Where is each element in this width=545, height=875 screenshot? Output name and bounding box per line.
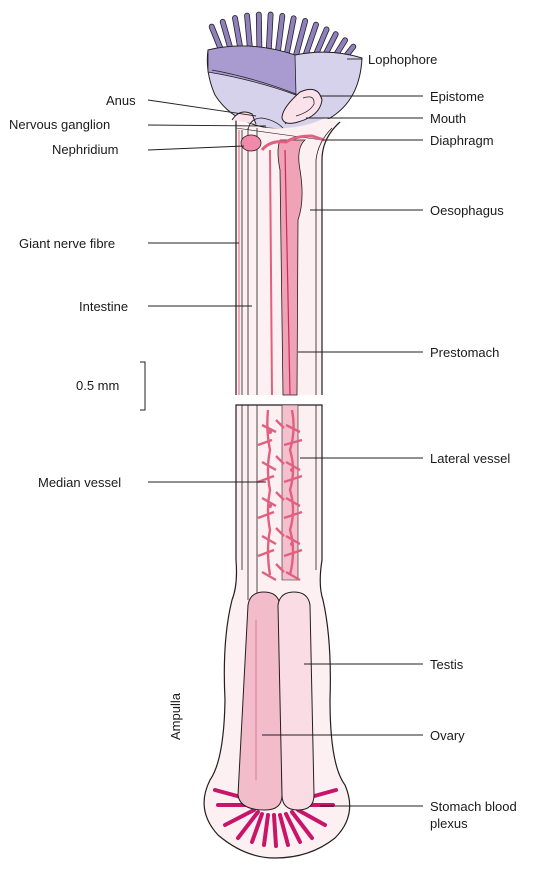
lophophore bbox=[207, 12, 362, 129]
scale-bar bbox=[140, 362, 145, 410]
label-ovary: Ovary bbox=[430, 728, 465, 743]
label-stomach-blood-plexus-line2: plexus bbox=[430, 816, 468, 831]
label-prestomach: Prestomach bbox=[430, 345, 499, 360]
label-giant-nerve-fibre: Giant nerve fibre bbox=[19, 236, 115, 251]
label-nephridium: Nephridium bbox=[52, 142, 118, 157]
label-oesophagus: Oesophagus bbox=[430, 203, 504, 218]
label-stomach-blood-plexus-line1: Stomach blood bbox=[430, 799, 517, 814]
label-nervous-ganglion: Nervous ganglion bbox=[9, 117, 110, 132]
label-intestine: Intestine bbox=[79, 299, 128, 314]
label-mouth: Mouth bbox=[430, 111, 466, 126]
trunk-upper bbox=[232, 112, 340, 395]
label-testis: Testis bbox=[430, 657, 463, 672]
label-diaphragm: Diaphragm bbox=[430, 133, 494, 148]
trunk-lower bbox=[204, 405, 350, 858]
label-median-vessel: Median vessel bbox=[38, 475, 121, 490]
break-gap bbox=[228, 396, 328, 404]
label-anus: Anus bbox=[106, 93, 136, 108]
label-scale: 0.5 mm bbox=[76, 378, 119, 393]
label-epistome: Epistome bbox=[430, 89, 484, 104]
label-lateral-vessel: Lateral vessel bbox=[430, 451, 510, 466]
label-lophophore: Lophophore bbox=[368, 52, 437, 67]
label-ampulla: Ampulla bbox=[168, 693, 183, 740]
